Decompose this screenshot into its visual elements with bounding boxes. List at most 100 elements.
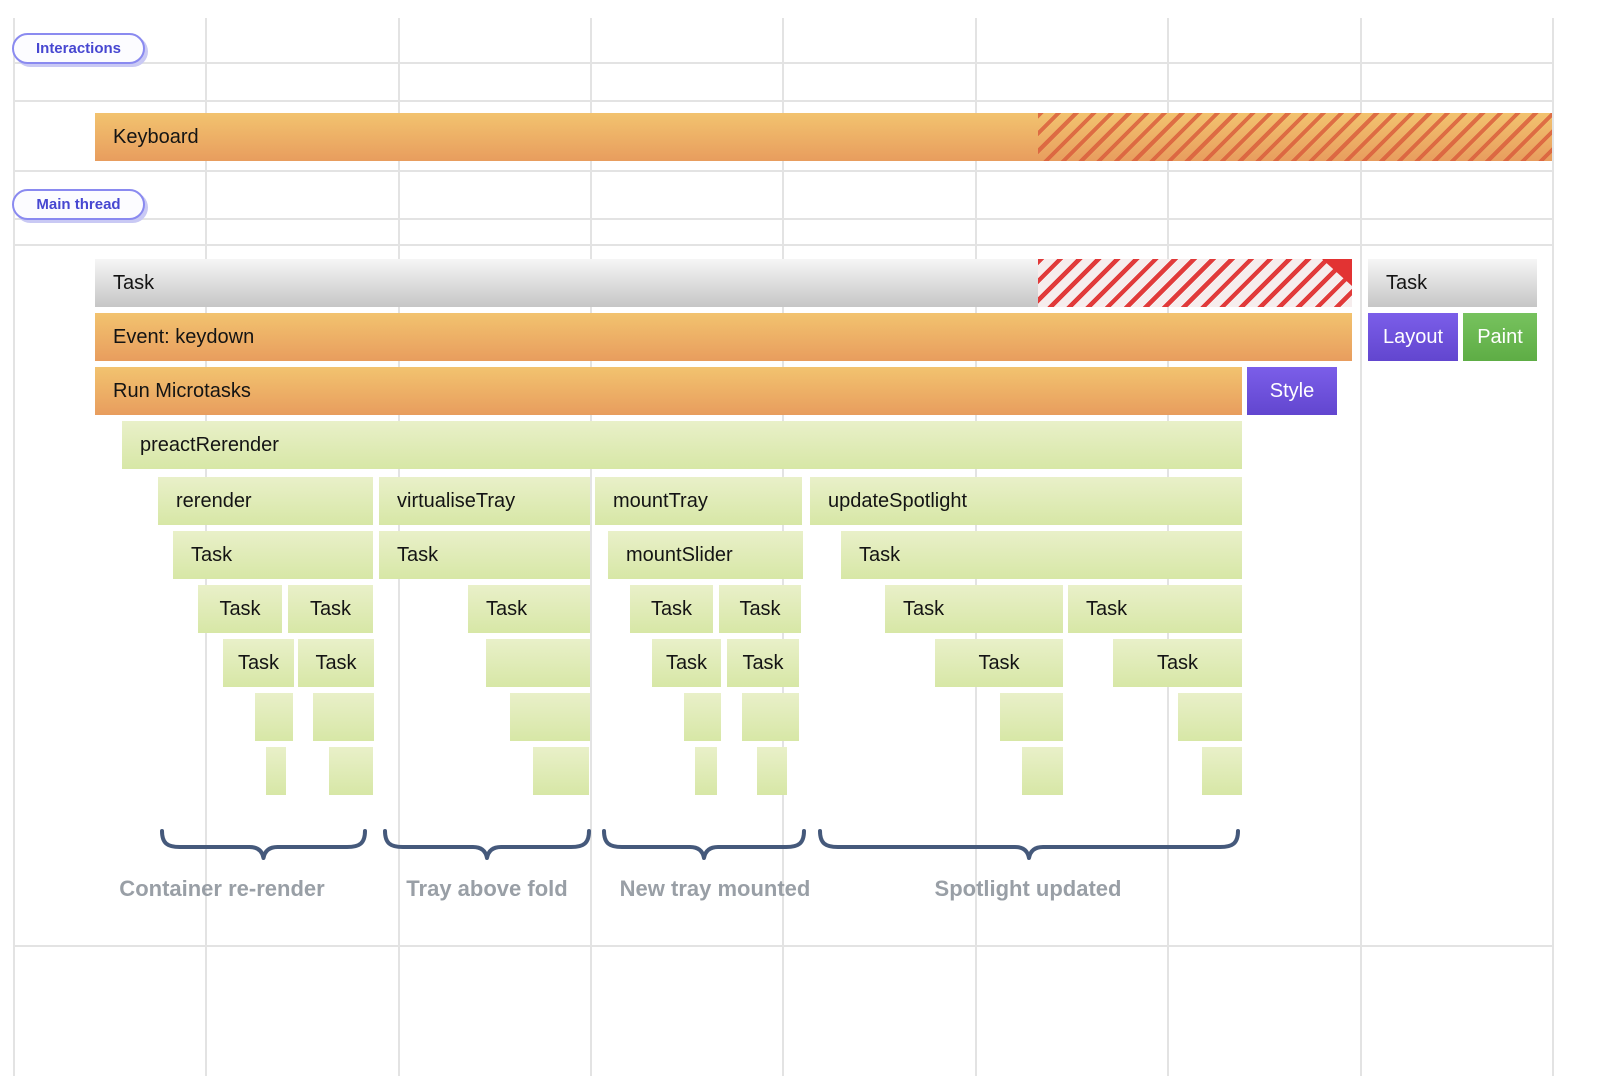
flame-bar-task[interactable]: Task [652, 639, 721, 687]
flame-bar-paint[interactable]: Paint [1463, 313, 1537, 361]
flame-bar-unlabeled[interactable] [329, 747, 373, 795]
flame-bar-task[interactable]: Task [885, 585, 1063, 633]
flame-bar-task[interactable]: Task [630, 585, 713, 633]
flame-bar-task[interactable]: Task [1068, 585, 1242, 633]
annotation-label: Spotlight updated [934, 876, 1122, 901]
grid-vline [590, 18, 592, 1076]
bar-label: Task [237, 652, 280, 674]
flame-bar-task[interactable]: Task [1368, 259, 1537, 307]
grid-vline [13, 18, 15, 1076]
grid-hline [13, 100, 1552, 102]
bar-label: Task [859, 544, 901, 566]
flame-bar-unlabeled[interactable] [510, 693, 590, 741]
bar-label: Task [903, 598, 945, 620]
flame-bar-run-microtasks[interactable]: Run Microtasks [95, 367, 1242, 415]
bar-label: Event: keydown [113, 326, 255, 348]
bar-label: Task [742, 652, 784, 674]
flame-bar-task[interactable]: Task [1113, 639, 1242, 687]
grid-vline [1552, 18, 1554, 1076]
bar-label: Task [1086, 598, 1128, 620]
long-task-corner-triangle [1322, 259, 1352, 286]
bar-label: Paint [1477, 326, 1523, 348]
bar-label: Task [739, 598, 781, 620]
track-label-interactions[interactable]: Interactions [12, 33, 145, 64]
track-label-main-thread-text: Main thread [36, 196, 121, 213]
flame-bar-task[interactable]: Task [173, 531, 373, 579]
flame-bar-event-keydown[interactable]: Event: keydown [95, 313, 1352, 361]
track-label-interactions-text: Interactions [35, 40, 122, 57]
flame-bar-unlabeled[interactable] [742, 693, 799, 741]
bar-label: Task [397, 544, 439, 566]
bar-label: updateSpotlight [828, 490, 968, 512]
grid-hline [13, 170, 1552, 172]
bar-label: Keyboard [113, 126, 199, 148]
bar-label: Task [309, 598, 352, 620]
flame-bar-unlabeled[interactable] [266, 747, 286, 795]
flame-bar-task[interactable]: Task [288, 585, 373, 633]
flame-bar-task[interactable]: Task [223, 639, 294, 687]
grid-hline [13, 218, 1552, 220]
bar-label: Task [650, 598, 693, 620]
grid-hline [13, 945, 1552, 947]
bar-label: Task [486, 598, 528, 620]
flame-bar-rerender[interactable]: rerender [158, 477, 373, 525]
grid-hline [13, 62, 1552, 64]
flame-bar-task[interactable]: Task [468, 585, 590, 633]
flame-bar-task[interactable]: Task [298, 639, 374, 687]
flame-bar-unlabeled[interactable] [757, 747, 787, 795]
flame-bar-task[interactable]: Task [95, 259, 1352, 307]
bar-label: Task [219, 598, 261, 620]
flame-bar-updatespotlight[interactable]: updateSpotlight [810, 477, 1242, 525]
flame-bar-task[interactable]: Task [719, 585, 801, 633]
flame-bar-unlabeled[interactable] [1202, 747, 1242, 795]
bar-label: Task [315, 652, 357, 674]
flame-bar-task[interactable]: Task [935, 639, 1063, 687]
hatch-overlay [1038, 113, 1552, 161]
bar-label: Task [978, 652, 1020, 674]
bar-label: Task [113, 272, 155, 294]
flame-bar-unlabeled[interactable] [313, 693, 374, 741]
hatch-overlay [1038, 259, 1352, 307]
flame-bar-virtualisetray[interactable]: virtualiseTray [379, 477, 590, 525]
track-label-main-thread[interactable]: Main thread [12, 189, 145, 220]
bar-label: Run Microtasks [113, 380, 251, 402]
bar-label: Task [1156, 652, 1199, 674]
bar-label: virtualiseTray [397, 490, 516, 512]
flame-bar-unlabeled[interactable] [533, 747, 589, 795]
flame-bar-keyboard[interactable]: Keyboard [95, 113, 1552, 161]
annotation-label: Tray above fold [406, 876, 568, 901]
bar-label: Task [191, 544, 233, 566]
flame-bar-unlabeled[interactable] [255, 693, 293, 741]
bar-label: rerender [176, 490, 252, 512]
bar-label: Task [665, 652, 708, 674]
flame-bar-mounttray[interactable]: mountTray [595, 477, 802, 525]
flame-bar-unlabeled[interactable] [695, 747, 717, 795]
annotation-label: Container re-render [119, 876, 325, 901]
flame-bar-unlabeled[interactable] [1000, 693, 1063, 741]
bar-label: Task [1386, 272, 1428, 294]
flame-bar-task[interactable]: Task [727, 639, 799, 687]
flame-bar-task[interactable]: Task [198, 585, 282, 633]
flame-bar-unlabeled[interactable] [486, 639, 590, 687]
bar-label: Layout [1382, 326, 1444, 348]
grid-vline [1360, 18, 1362, 1076]
annotation-brace [383, 829, 591, 860]
flame-bar-task[interactable]: Task [379, 531, 590, 579]
grid-hline [13, 244, 1552, 246]
flame-bar-task[interactable]: Task [841, 531, 1242, 579]
bar-label: mountTray [613, 490, 708, 512]
flame-bar-style[interactable]: Style [1247, 367, 1337, 415]
flame-bar-mountslider[interactable]: mountSlider [608, 531, 803, 579]
annotation-brace [160, 829, 367, 860]
flame-bar-preactrerender[interactable]: preactRerender [122, 421, 1242, 469]
bar-label: mountSlider [626, 544, 733, 566]
flame-bar-unlabeled[interactable] [1022, 747, 1063, 795]
annotation-brace [818, 829, 1240, 860]
bar-label: preactRerender [140, 434, 279, 456]
annotation-label: New tray mounted [619, 876, 811, 901]
flame-bar-layout[interactable]: Layout [1368, 313, 1458, 361]
annotation-brace [602, 829, 806, 860]
flame-bar-unlabeled[interactable] [1178, 693, 1242, 741]
flame-bar-unlabeled[interactable] [684, 693, 721, 741]
